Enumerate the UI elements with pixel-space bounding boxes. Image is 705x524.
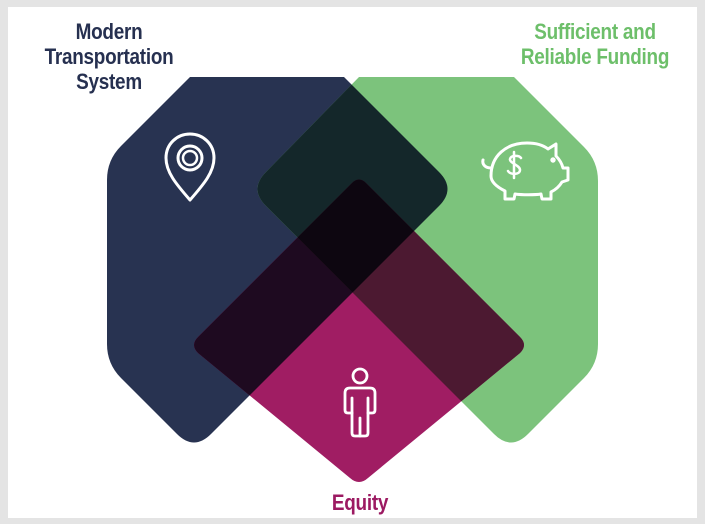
piggy-bank-dollar-icon <box>481 141 570 201</box>
modern-label-line-3: System <box>76 69 142 94</box>
equity-label-text: Equity <box>331 490 389 515</box>
sufficient-funding-label: Sufficient and Reliable Funding <box>509 19 681 69</box>
person-icon <box>343 367 377 438</box>
modern-label-line-2: Transportation <box>44 44 174 69</box>
modern-label-line-1: Modern <box>75 19 143 44</box>
equity-label: Equity <box>317 490 403 515</box>
equity-diamond <box>194 179 524 482</box>
funding-label-line-2: Reliable Funding <box>520 44 670 69</box>
modern-transportation-label: Modern Transportation System <box>38 19 181 94</box>
funding-label-line-1: Sufficient and <box>534 19 656 44</box>
map-pin-icon <box>164 132 216 202</box>
